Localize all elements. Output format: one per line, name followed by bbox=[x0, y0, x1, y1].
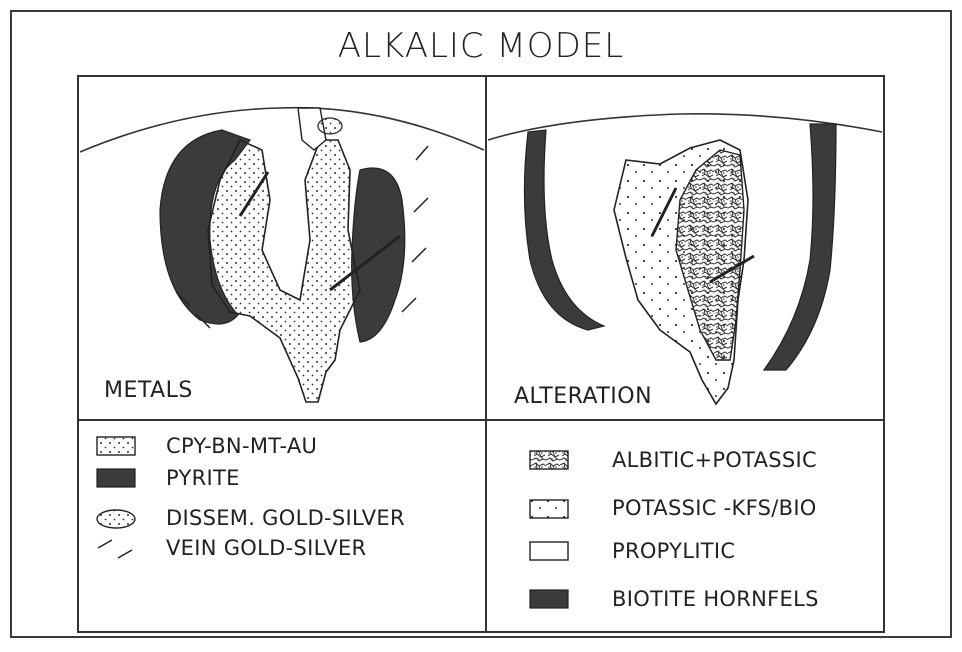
legend-symbol-dissem bbox=[97, 510, 135, 528]
dissem-gold-pod bbox=[318, 118, 342, 134]
legend-label-pyrite: PYRITE bbox=[166, 466, 240, 490]
panel-label-alteration: ALTERATION bbox=[514, 384, 652, 409]
legend-symbols-left bbox=[97, 437, 135, 558]
metals-cross-section bbox=[80, 108, 484, 402]
surface-line-left bbox=[80, 108, 484, 152]
legend-label-cpy: CPY-BN-MT-AU bbox=[166, 434, 317, 458]
legend-symbol-albitic bbox=[530, 451, 568, 469]
legend-symbols-right bbox=[530, 451, 568, 608]
panel-label-metals: METALS bbox=[104, 378, 193, 403]
pyrite-halo-right bbox=[352, 168, 405, 342]
biotite-hornfels-left bbox=[524, 130, 604, 330]
legend-symbol-hornfels bbox=[530, 590, 568, 608]
legend-label-propylitic: PROPYLITIC bbox=[612, 539, 735, 563]
legend-label-albitic: ALBITIC+POTASSIC bbox=[612, 448, 817, 472]
legend-label-vein: VEIN GOLD-SILVER bbox=[166, 536, 366, 560]
legend-symbol-vein-b bbox=[118, 550, 132, 558]
legend-symbol-cpy bbox=[97, 437, 135, 455]
cpy-bn-mt-au-zone bbox=[208, 140, 360, 402]
legend-label-dissem: DISSEM. GOLD-SILVER bbox=[166, 506, 405, 530]
legend-symbol-propylitic bbox=[530, 542, 568, 560]
legend-label-potassic: POTASSIC -KFS/BIO bbox=[612, 496, 817, 520]
legend-symbol-potassic bbox=[530, 500, 568, 518]
legend-symbol-vein-a bbox=[98, 540, 112, 548]
alteration-cross-section bbox=[488, 114, 882, 404]
legend-label-hornfels: BIOTITE HORNFELS bbox=[612, 587, 819, 611]
biotite-hornfels-right bbox=[764, 124, 836, 370]
legend-symbol-pyrite bbox=[97, 469, 135, 487]
